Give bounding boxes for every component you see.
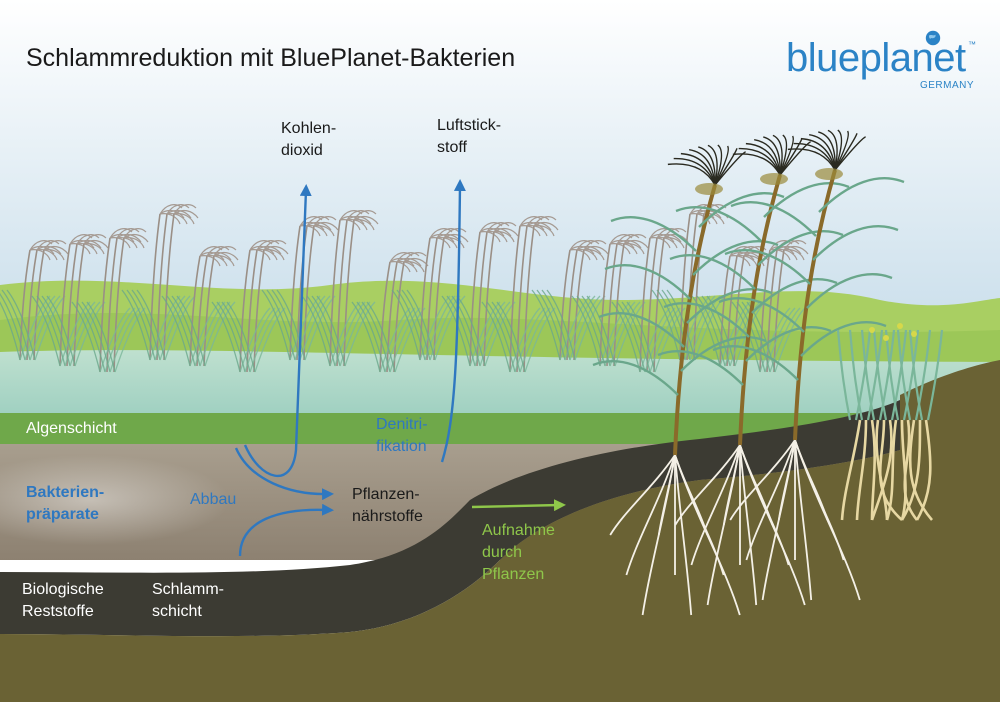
- label-luftstickstoff: Luftstick- stoff: [437, 117, 502, 156]
- distant-reed: [391, 228, 469, 361]
- distant-reed: [531, 240, 609, 361]
- arrow-kohlendioxid: [243, 184, 312, 478]
- distant-reed: [0, 240, 69, 361]
- distant-reed: [161, 246, 239, 367]
- distant-reed: [481, 216, 559, 373]
- distant-reed: [441, 222, 519, 367]
- distant-reed: [31, 234, 109, 367]
- reed-plant: [592, 144, 785, 616]
- reed-plant: [712, 129, 905, 601]
- grass-clump: [836, 323, 944, 521]
- label-kohlendioxid: Kohlen- dioxid: [281, 120, 337, 159]
- distant-reed: [301, 210, 379, 367]
- globe-icon: [925, 30, 941, 46]
- soil: [0, 360, 1000, 702]
- logo-subtitle: GERMANY: [919, 80, 974, 91]
- reed-plant: [657, 134, 850, 606]
- distant-reed: [611, 228, 689, 373]
- distant-reed: [261, 216, 339, 361]
- distant-reeds: [0, 204, 809, 373]
- foreground-reeds: [592, 129, 944, 616]
- water: [0, 350, 1000, 420]
- label-pflanzennaehrstoffe: Pflanzen- nährstoffe: [352, 486, 423, 525]
- label-schlammschicht: Schlamm- schicht: [152, 581, 225, 620]
- label-bakterienpraeparate: Bakterien- präparate: [26, 484, 105, 523]
- distant-reed: [121, 204, 199, 361]
- distant-reed: [571, 234, 649, 367]
- arrow-aufnahme: [471, 499, 566, 512]
- blueplanet-logo: blueplanet ™ GERMANY: [786, 30, 976, 96]
- distant-reed: [71, 228, 149, 373]
- arrow-abbau-1: [234, 447, 334, 501]
- arrow-abbau-2: [238, 503, 334, 557]
- label-abbau: Abbau: [190, 491, 237, 508]
- arrow-luftstickstoff: [440, 179, 466, 463]
- label-algenschicht: Algenschicht: [26, 420, 117, 437]
- distant-reed: [211, 240, 289, 373]
- label-aufnahme-durch-pflanzen: Aufnahme durch Pflanzen: [482, 522, 555, 583]
- page-title: Schlammreduktion mit BluePlanet-Bakterie…: [26, 44, 516, 72]
- logo-trademark: ™: [968, 40, 976, 49]
- label-denitrifikation: Denitri- fikation: [376, 416, 428, 455]
- label-biologische-reststoffe: Biologische Reststoffe: [22, 581, 104, 620]
